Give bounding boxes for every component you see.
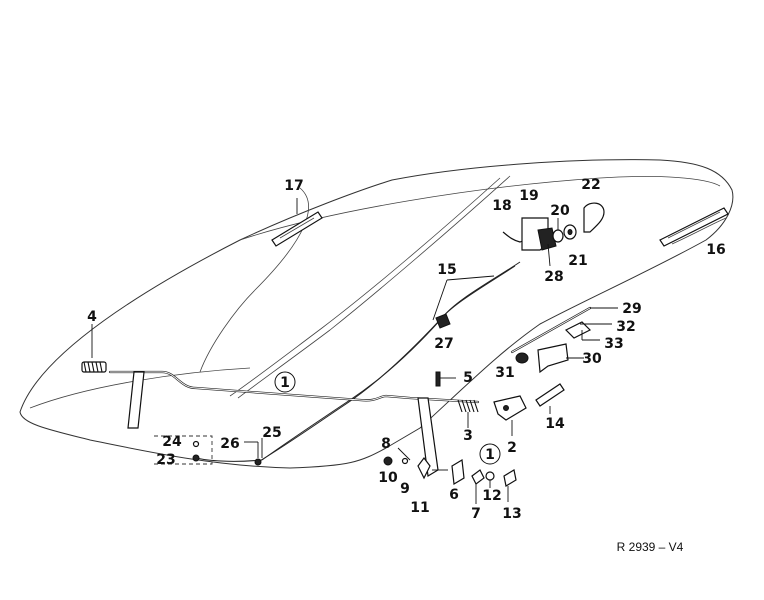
callout-13: 13 — [502, 506, 521, 522]
lever-left — [127, 371, 145, 429]
callout-3: 3 — [463, 428, 473, 444]
callout-1: 1 — [280, 375, 290, 391]
part-27-clip — [435, 313, 451, 329]
part-5-pin — [435, 371, 456, 387]
callout-33: 33 — [604, 336, 623, 352]
callout-7: 7 — [471, 506, 481, 522]
callout-26: 26 — [220, 436, 239, 452]
callout-22: 22 — [581, 177, 600, 193]
callout-31: 31 — [495, 365, 514, 381]
callout-15: 15 — [437, 262, 456, 278]
callout-10: 10 — [378, 470, 398, 486]
spring-3 — [457, 399, 479, 428]
callout-17: 17 — [284, 178, 303, 194]
callout-8: 8 — [381, 436, 391, 452]
callout-circles — [274, 371, 501, 465]
callout-20: 20 — [550, 203, 570, 219]
callout-5: 5 — [463, 370, 473, 386]
callout-16: 16 — [706, 242, 725, 258]
callout-9: 9 — [400, 481, 410, 497]
callout-27: 27 — [434, 336, 453, 352]
callout-14: 14 — [545, 416, 565, 432]
part-14-pin — [535, 383, 565, 414]
cable-15 — [257, 261, 521, 463]
lever-6 — [417, 397, 448, 477]
callout-6: 6 — [449, 487, 459, 503]
callout-24: 24 — [162, 434, 182, 450]
callout-4: 4 — [87, 309, 97, 325]
callout-30: 30 — [582, 351, 602, 367]
callout-12: 12 — [482, 488, 501, 504]
callout-25: 25 — [262, 425, 281, 441]
spring-4 — [81, 324, 107, 373]
lock-assembly — [502, 202, 605, 267]
small-hardware — [383, 447, 517, 504]
callout-23: 23 — [156, 452, 175, 468]
callout-32: 32 — [616, 319, 635, 335]
part-17-bracket — [271, 198, 323, 247]
callout-29: 29 — [622, 301, 641, 317]
callout-2: 2 — [507, 440, 517, 456]
hood-crease — [229, 175, 511, 399]
main-rod — [108, 370, 480, 404]
figure-reference: R 2939 – V4 — [617, 540, 684, 554]
callout-28: 28 — [544, 269, 563, 285]
callout-19: 19 — [519, 188, 538, 204]
callout-21: 21 — [568, 253, 587, 269]
cable-end-assembly — [154, 435, 263, 466]
callout-11: 11 — [410, 500, 429, 516]
bracket-assembly — [510, 306, 618, 374]
part-2-bracket — [493, 395, 527, 436]
part-16-bracket — [659, 207, 729, 247]
callout-18: 18 — [492, 198, 511, 214]
callout-1b: 1 — [485, 447, 495, 463]
